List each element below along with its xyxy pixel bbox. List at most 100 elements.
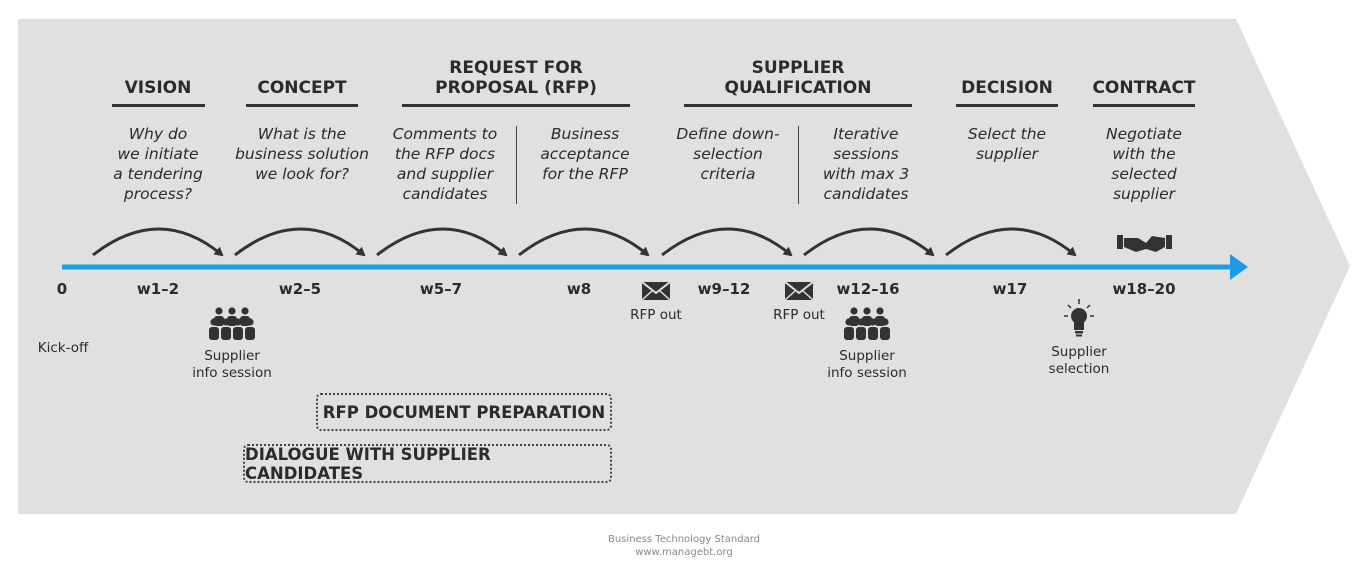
week-label-7: w17 xyxy=(992,280,1028,298)
step-description-3: Comments to the RFP docs and supplier ca… xyxy=(390,124,500,204)
phase-title-line: DECISION xyxy=(961,78,1053,98)
group-icon xyxy=(209,307,255,340)
phase-title-concept: CONCEPT xyxy=(242,78,362,98)
step-description-1: Why do we initiate a tendering process? xyxy=(108,124,208,204)
arc-arrow-icon xyxy=(234,227,366,257)
week-label-3: w5–7 xyxy=(419,280,463,298)
phase-title-contract: CONTRACT xyxy=(1090,78,1198,98)
phase-title-line: CONTRACT xyxy=(1092,78,1196,98)
desc-line: candidates xyxy=(823,185,909,203)
phase-underline-supplier-qualification xyxy=(684,104,912,107)
phase-title-line: PROPOSAL (RFP) xyxy=(435,78,597,98)
box-label: DIALOGUE WITH SUPPLIER CANDIDATES xyxy=(245,444,491,483)
group-icon xyxy=(844,307,890,340)
separator-rfp xyxy=(516,126,517,204)
week-label-5: w9–12 xyxy=(697,280,751,298)
arc-arrow-icon xyxy=(92,227,224,257)
timeline-arrow-icon xyxy=(1230,254,1248,280)
event-line: selection xyxy=(1048,361,1110,377)
week-label-8: w18–20 xyxy=(1112,280,1176,298)
phase-title-vision: VISION xyxy=(108,78,208,98)
week-label-4: w8 xyxy=(566,280,592,298)
phase-underline-contract xyxy=(1093,104,1195,107)
phase-title-decision: DECISION xyxy=(952,78,1062,98)
week-label-1: w1–2 xyxy=(136,280,180,298)
desc-line: with max 3 xyxy=(822,165,910,183)
desc-line: Define down- xyxy=(676,125,780,143)
phase-underline-decision xyxy=(956,104,1058,107)
step-description-5: Define down- selection criteria xyxy=(672,124,784,184)
desc-line: acceptance xyxy=(540,145,630,163)
phase-title-line: CONCEPT xyxy=(257,78,347,98)
desc-line: Select the xyxy=(967,125,1047,143)
step-description-4: Business acceptance for the RFP xyxy=(530,124,640,184)
desc-line: with the xyxy=(1112,145,1176,163)
step-description-7: Select the supplier xyxy=(958,124,1056,164)
phase-title-rfp: REQUEST FOR PROPOSAL (RFP) xyxy=(402,58,630,98)
step-description-2: What is the business solution we look fo… xyxy=(234,124,370,184)
event-line: Supplier xyxy=(204,348,260,364)
desc-line: candidates xyxy=(402,185,488,203)
phase-underline-rfp xyxy=(402,104,630,107)
desc-line: sessions xyxy=(833,145,899,163)
desc-line: Why do xyxy=(128,125,188,143)
arc-arrow-icon xyxy=(803,227,935,257)
desc-line: Comments to xyxy=(392,125,498,143)
desc-line: a tendering xyxy=(113,165,203,183)
week-label-2: w2–5 xyxy=(278,280,322,298)
desc-line: criteria xyxy=(700,165,756,183)
desc-line: Negotiate xyxy=(1106,125,1182,143)
footer: Business Technology Standard www.manageb… xyxy=(0,533,1368,559)
desc-line: business solution xyxy=(235,145,369,163)
footer-line: Business Technology Standard xyxy=(608,534,760,545)
desc-line: Iterative xyxy=(833,125,899,143)
desc-line: and supplier xyxy=(396,165,494,183)
week-label-6: w12–16 xyxy=(836,280,900,298)
desc-line: the RFP docs xyxy=(394,145,496,163)
phase-title-supplier-qualification: SUPPLIER QUALIFICATION xyxy=(684,58,912,98)
phase-title-line: VISION xyxy=(124,78,192,98)
supplier-selection-label: Supplier selection xyxy=(1034,344,1124,378)
footer-line: www.managebt.org xyxy=(635,547,733,558)
arc-arrow-icon xyxy=(661,227,793,257)
separator-qualification xyxy=(798,126,799,204)
envelope-icon xyxy=(784,281,814,301)
phase-underline-vision xyxy=(112,104,205,107)
desc-line: process? xyxy=(123,185,193,203)
desc-line: supplier xyxy=(1112,185,1176,203)
box-label: RFP DOCUMENT PREPARATION xyxy=(322,402,606,422)
event-line: Supplier xyxy=(839,348,895,364)
handshake-icon xyxy=(1117,235,1172,252)
week-label-start: 0 xyxy=(56,280,68,298)
envelope-icon xyxy=(641,281,671,301)
rfp-out-label-2: RFP out xyxy=(773,307,825,323)
event-line: info session xyxy=(827,365,907,381)
desc-line: we initiate xyxy=(117,145,199,163)
rfp-document-preparation-box: RFP DOCUMENT PREPARATION xyxy=(316,393,612,431)
supplier-info-session-label-2: Supplier info session xyxy=(815,348,919,382)
desc-line: we look for? xyxy=(255,165,349,183)
step-description-6: Iterative sessions with max 3 candidates xyxy=(812,124,920,204)
lightbulb-icon xyxy=(1064,299,1094,337)
desc-line: Business xyxy=(550,125,620,143)
desc-line: supplier xyxy=(975,145,1039,163)
supplier-info-session-label-1: Supplier info session xyxy=(180,348,284,382)
desc-line: selection xyxy=(693,145,763,163)
step-description-8: Negotiate with the selected supplier xyxy=(1094,124,1194,204)
phase-underline-concept xyxy=(246,104,358,107)
phase-title-line: REQUEST FOR xyxy=(449,58,583,78)
phase-title-line: QUALIFICATION xyxy=(724,78,872,98)
desc-line: What is the xyxy=(257,125,347,143)
event-line: info session xyxy=(192,365,272,381)
rfp-out-label-1: RFP out xyxy=(630,307,682,323)
arc-arrow-icon xyxy=(376,227,508,257)
phase-title-line: SUPPLIER xyxy=(751,58,845,78)
kickoff-label: Kick-off xyxy=(37,340,89,356)
desc-line: selected xyxy=(1111,165,1177,183)
event-line: Supplier xyxy=(1051,344,1107,360)
arc-arrow-icon xyxy=(945,227,1077,257)
arc-arrow-icon xyxy=(518,227,650,257)
dialogue-with-supplier-candidates-box: DIALOGUE WITH SUPPLIER CANDIDATES xyxy=(243,444,612,483)
